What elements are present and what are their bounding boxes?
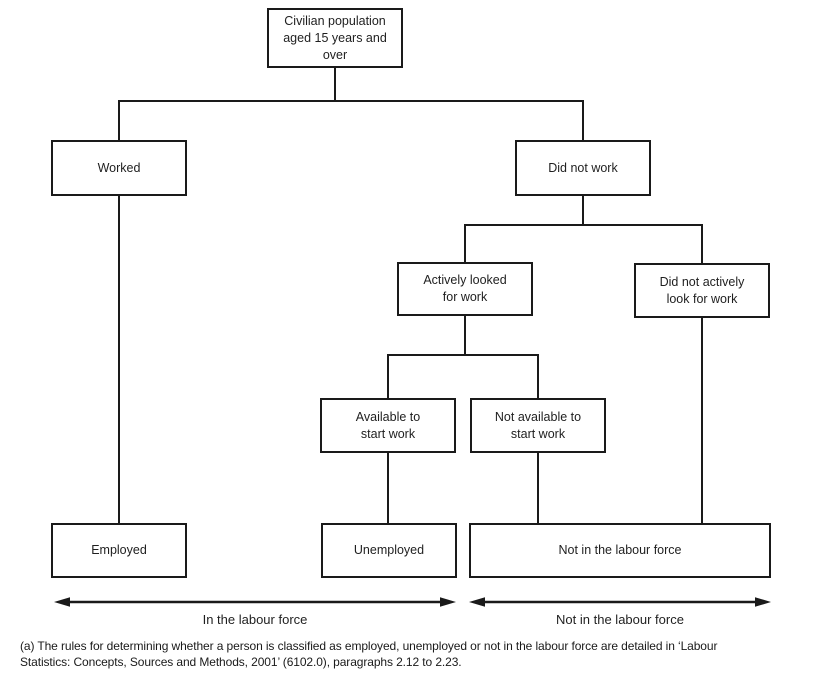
connector-actively-down (464, 316, 466, 356)
node-employed: Employed (51, 523, 187, 578)
node-worked: Worked (51, 140, 187, 196)
connector-level2-horizontal (464, 224, 703, 226)
double-arrow-icon (469, 597, 771, 607)
node-employed-label: Employed (91, 543, 147, 557)
not-in-labour-force-arrow (468, 595, 772, 609)
connector-did-not-actively-to-nilf (701, 318, 703, 523)
connector-level3-horizontal (387, 354, 539, 356)
node-available-to-start-work: Available to start work (320, 398, 456, 453)
connector-to-available (387, 354, 389, 398)
node-unemployed-label: Unemployed (353, 543, 425, 557)
connector-did-not-work-down (582, 196, 584, 226)
in-labour-force-arrow (53, 595, 457, 609)
connector-to-not-available (537, 354, 539, 398)
connector-to-actively-looked (464, 224, 466, 262)
node-available-label: Available to start work (355, 409, 421, 441)
connector-worked-to-employed (118, 196, 120, 523)
connector-civilian-down (334, 68, 336, 102)
node-did-not-actively-look: Did not actively look for work (634, 263, 770, 318)
connector-to-worked (118, 100, 120, 140)
connector-to-did-not-actively (701, 224, 703, 263)
node-not-available-label: Not available to start work (494, 409, 582, 441)
connector-level1-horizontal (118, 100, 584, 102)
node-actively-looked-label: Actively looked for work (423, 273, 507, 304)
node-unemployed: Unemployed (321, 523, 457, 578)
connector-not-available-to-nilf (537, 453, 539, 523)
node-civilian-population: Civilian population aged 15 years and ov… (267, 8, 403, 68)
double-arrow-icon (54, 597, 456, 607)
node-actively-looked-for-work: Actively looked for work (397, 262, 533, 316)
not-in-labour-force-label: Not in the labour force (556, 612, 684, 627)
node-did-not-work: Did not work (515, 140, 651, 196)
node-civilian-population-label: Civilian population aged 15 years and ov… (283, 13, 387, 62)
node-did-not-work-label: Did not work (548, 160, 618, 175)
node-not-in-labour-force-label: Not in the labour force (558, 543, 682, 557)
node-worked-label: Worked (97, 160, 141, 175)
in-labour-force-label: In the labour force (202, 612, 308, 627)
node-not-available-to-start-work: Not available to start work (470, 398, 606, 453)
footnote: (a) The rules for determining whether a … (20, 639, 718, 669)
connector-available-to-unemployed (387, 453, 389, 523)
node-did-not-actively-label: Did not actively look for work (659, 274, 745, 306)
connector-to-did-not-work (582, 100, 584, 140)
node-not-in-labour-force: Not in the labour force (469, 523, 771, 578)
